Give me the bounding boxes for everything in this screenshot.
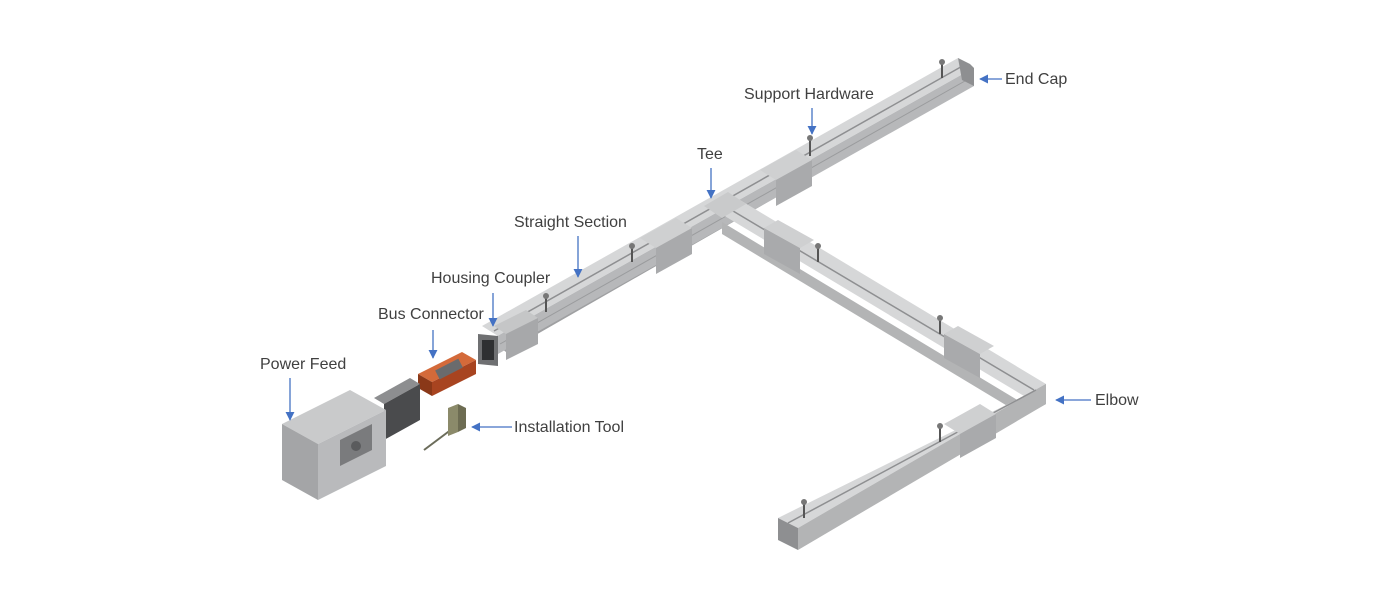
- joint-plate-3: [764, 220, 814, 274]
- open-end-face: [478, 334, 498, 366]
- support-hanger-2: [629, 243, 635, 262]
- support-hanger-1: [543, 293, 549, 312]
- label-support-hardware: Support Hardware: [744, 86, 874, 103]
- support-hanger-3: [807, 135, 813, 156]
- support-hanger-6: [937, 315, 943, 334]
- joint-plate-4: [944, 326, 994, 378]
- joint-plate-5: [944, 404, 996, 458]
- label-installation-tool: Installation Tool: [514, 419, 624, 436]
- support-hanger-4: [939, 59, 945, 78]
- callout-arrows: [285, 74, 1091, 432]
- elbow-run-busway: [778, 384, 1046, 550]
- joint-plate-2: [760, 150, 812, 206]
- support-hanger-7: [937, 423, 943, 442]
- housing-coupler-part: [494, 310, 538, 360]
- label-straight-section: Straight Section: [514, 214, 627, 231]
- label-end-cap: End Cap: [1005, 71, 1068, 88]
- joint-plate-1: [640, 218, 692, 274]
- label-bus-connector: Bus Connector: [378, 306, 484, 323]
- end-cap-part: [958, 58, 974, 86]
- power-feed-part: [282, 378, 420, 500]
- label-power-feed: Power Feed: [260, 356, 347, 373]
- label-elbow: Elbow: [1095, 392, 1139, 409]
- support-hanger-8: [801, 499, 807, 518]
- label-tee: Tee: [697, 146, 723, 163]
- installation-tool-part: [423, 404, 466, 451]
- support-hanger-5: [815, 243, 821, 262]
- bus-connector-part: [418, 352, 476, 396]
- tee-junction: [704, 192, 746, 218]
- label-housing-coupler: Housing Coupler: [431, 270, 551, 287]
